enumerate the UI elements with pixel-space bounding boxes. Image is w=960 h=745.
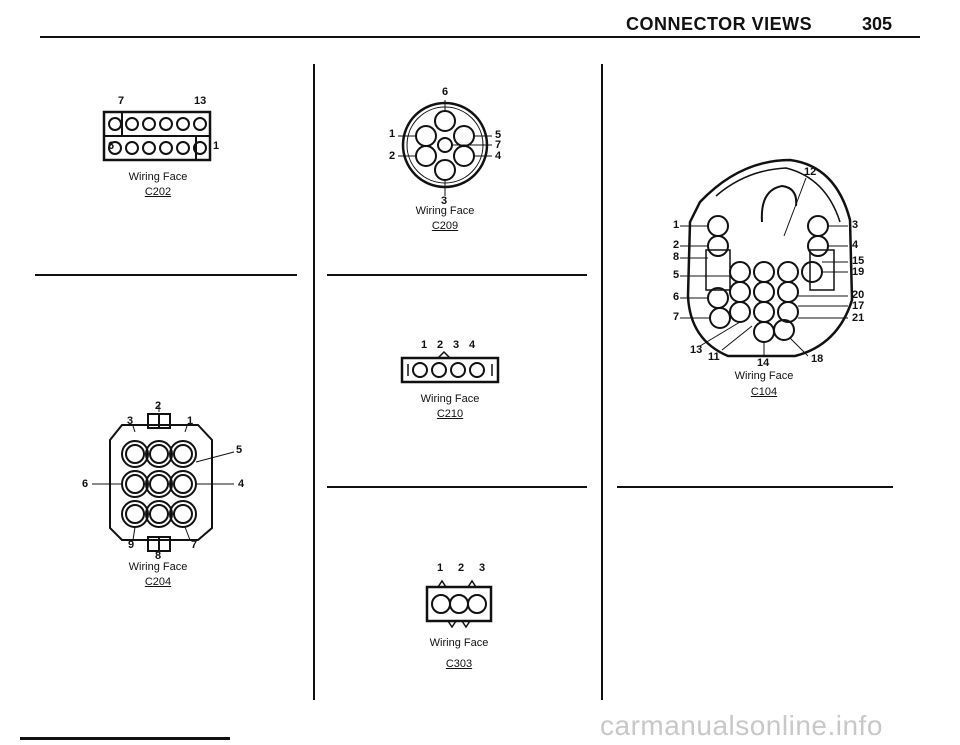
c104-pin-17: 17 bbox=[852, 300, 865, 312]
c202-pin-1: 1 bbox=[213, 140, 220, 152]
c202-pin-6: 6 bbox=[108, 140, 115, 152]
site-watermark: carmanualsonline.info bbox=[600, 710, 883, 741]
c204-pin-7: 7 bbox=[191, 539, 198, 551]
c104-pin-1: 1 bbox=[673, 219, 680, 231]
section-rule-mid-1 bbox=[327, 274, 587, 276]
c104-pin-18: 18 bbox=[811, 353, 824, 365]
section-rule-mid-2 bbox=[327, 486, 587, 488]
c303-connector-drawing bbox=[425, 579, 493, 629]
c204-pin-5: 5 bbox=[236, 444, 243, 456]
c104-connector-id: C104 bbox=[750, 386, 778, 398]
c209-pin-7: 7 bbox=[495, 139, 502, 151]
c210-pin-4: 4 bbox=[469, 339, 476, 351]
c209-face-label: Wiring Face bbox=[415, 205, 475, 217]
c209-pin-4: 4 bbox=[495, 150, 502, 162]
c204-pin-2: 2 bbox=[155, 400, 162, 412]
c210-face-label: Wiring Face bbox=[420, 393, 480, 405]
c204-pin-8: 8 bbox=[155, 550, 162, 562]
c210-pin-3: 3 bbox=[453, 339, 460, 351]
c303-pin-1: 1 bbox=[437, 562, 444, 574]
c104-pin-15: 15 bbox=[852, 255, 865, 267]
c202-connector-id: C202 bbox=[144, 186, 172, 198]
c104-pin-4: 4 bbox=[852, 239, 859, 251]
c104-pin-13: 13 bbox=[690, 344, 703, 356]
c104-pin-8: 8 bbox=[673, 251, 680, 263]
c204-connector-id: C204 bbox=[144, 576, 172, 588]
page-header-title: CONNECTOR VIEWS bbox=[626, 14, 813, 34]
c209-connector-drawing bbox=[398, 100, 492, 196]
c104-connector-drawing bbox=[680, 158, 854, 358]
c204-pin-1: 1 bbox=[187, 415, 194, 427]
c104-pin-5: 5 bbox=[673, 269, 680, 281]
c210-connector-id: C210 bbox=[436, 408, 464, 420]
c209-pin-2: 2 bbox=[389, 150, 396, 162]
footer-rule bbox=[20, 737, 230, 740]
c204-face-label: Wiring Face bbox=[128, 561, 188, 573]
c204-pin-9: 9 bbox=[128, 539, 135, 551]
c204-pin-4: 4 bbox=[238, 478, 245, 490]
c209-pin-3: 3 bbox=[441, 195, 448, 207]
c104-pin-21: 21 bbox=[852, 312, 865, 324]
c202-face-label: Wiring Face bbox=[128, 171, 188, 183]
c104-pin-12: 12 bbox=[804, 166, 817, 178]
c210-pin-1: 1 bbox=[421, 339, 428, 351]
page-number: 305 bbox=[862, 14, 893, 34]
c104-pin-14: 14 bbox=[757, 357, 770, 369]
c104-pin-2: 2 bbox=[673, 239, 680, 251]
c204-connector-drawing bbox=[92, 404, 235, 552]
c204-pin-6: 6 bbox=[82, 478, 89, 490]
column-divider-1 bbox=[313, 64, 315, 700]
c210-pin-2: 2 bbox=[437, 339, 444, 351]
column-divider-2 bbox=[601, 64, 603, 700]
c104-face-label: Wiring Face bbox=[734, 370, 794, 382]
header-rule bbox=[40, 36, 920, 38]
c202-pin-7: 7 bbox=[118, 95, 125, 107]
c104-pin-6: 6 bbox=[673, 291, 680, 303]
c303-face-label: Wiring Face bbox=[429, 637, 489, 649]
section-rule-right bbox=[617, 486, 893, 488]
c209-pin-5: 5 bbox=[495, 129, 502, 141]
c209-connector-id: C209 bbox=[431, 220, 459, 232]
c104-pin-20: 20 bbox=[852, 289, 865, 301]
c210-connector-drawing bbox=[400, 350, 500, 384]
c104-pin-7: 7 bbox=[673, 311, 680, 323]
c209-pin-6: 6 bbox=[442, 86, 449, 98]
c202-pin-13: 13 bbox=[194, 95, 207, 107]
c104-pin-3: 3 bbox=[852, 219, 859, 231]
c104-pin-19: 19 bbox=[852, 266, 865, 278]
c202-connector-drawing bbox=[102, 110, 212, 162]
c303-pin-2: 2 bbox=[458, 562, 465, 574]
c303-connector-id: C303 bbox=[445, 658, 473, 670]
c104-pin-11: 11 bbox=[708, 351, 720, 363]
section-rule-left bbox=[35, 274, 297, 276]
c303-pin-3: 3 bbox=[479, 562, 486, 574]
c204-pin-3: 3 bbox=[127, 415, 134, 427]
c209-pin-1: 1 bbox=[389, 128, 396, 140]
